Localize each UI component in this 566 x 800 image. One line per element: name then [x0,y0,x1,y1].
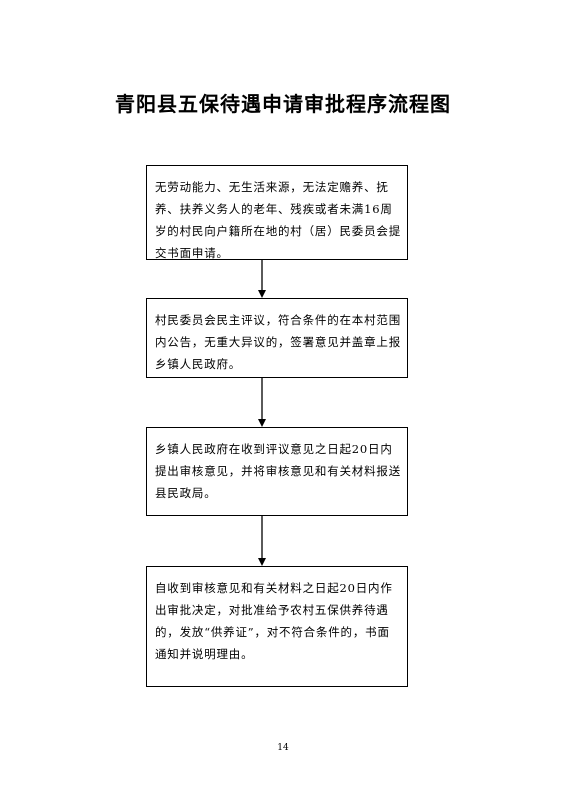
arrow-2-3-head [258,419,266,427]
arrow-1-2-head [258,290,266,298]
step-1-box: 无劳动能力、无生活来源，无法定赡养、抚养、扶养义务人的老年、残疾或者未满16周岁… [146,165,408,260]
step-4-box: 自收到审核意见和有关材料之日起20日内作出审批决定，对批准给予农村五保供养待遇的… [146,566,408,687]
flowchart-title: 青阳县五保待遇申请审批程序流程图 [115,92,451,116]
page-number: 14 [277,743,289,753]
step-2-box: 村民委员会民主评议，符合条件的在本村范围内公告，无重大异议的，签署意见并盖章上报… [146,298,408,378]
step-3-box: 乡镇人民政府在收到评议意见之日起20日内提出审核意见，并将审核意见和有关材料报送… [146,427,408,516]
arrow-3-4-head [258,558,266,566]
